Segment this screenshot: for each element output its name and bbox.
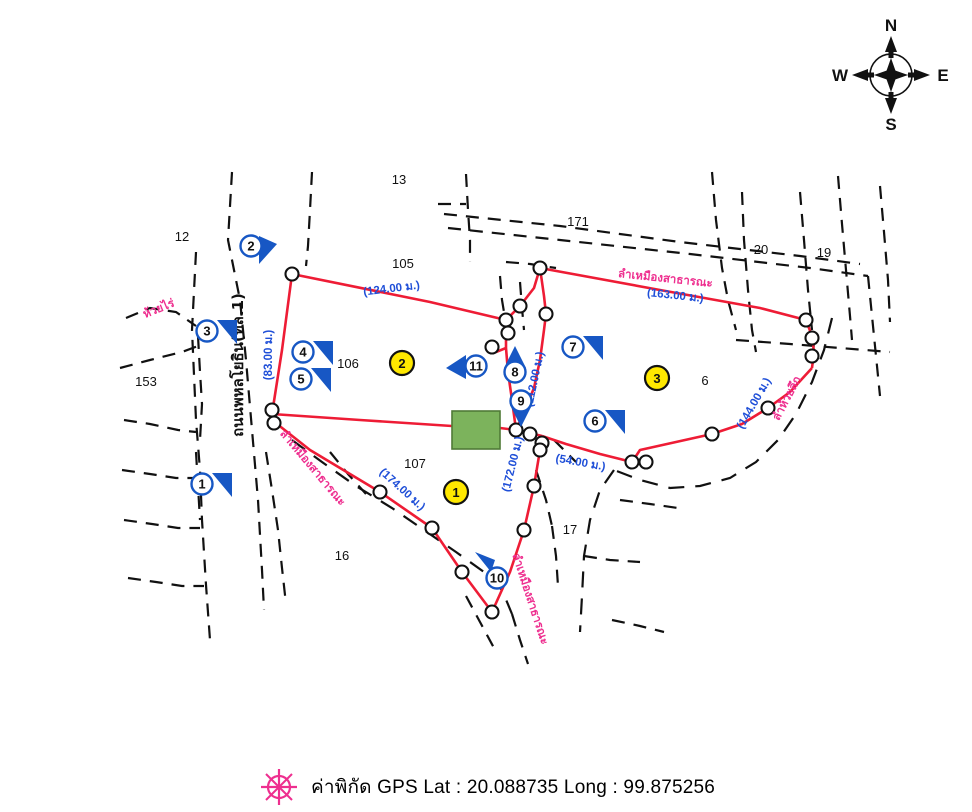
parcel-number-label: 171: [567, 214, 589, 229]
parcel-number-label: 19: [817, 245, 831, 260]
yellow-area-markers: 2 3 1: [388, 349, 671, 506]
dimension-label: (163.00 ม.): [646, 287, 704, 305]
survey-point-marker-6: 6: [583, 409, 625, 434]
survey-point-marker-8: 8: [503, 346, 527, 384]
dimension-label: (124.00 ม.): [363, 280, 421, 299]
survey-point-marker-10: 10: [475, 552, 509, 590]
svg-text:2: 2: [247, 239, 254, 254]
compass-arrow-east: [914, 69, 930, 81]
compass-arrow-south: [885, 98, 897, 114]
dimension-label: (54.00 ม.): [555, 453, 607, 474]
svg-text:4: 4: [299, 345, 307, 360]
waterway-label: ลำห้วยลึก: [769, 373, 804, 422]
survey-point-marker-9: 9: [509, 389, 533, 427]
waterway-label: ห้วยไร่: [141, 295, 177, 321]
svg-text:3: 3: [653, 371, 660, 386]
compass-east-label: E: [937, 66, 948, 85]
gps-coordinate-text: ค่าพิกัด GPS Lat : 20.088735 Long : 99.8…: [310, 777, 716, 798]
survey-point-marker-2: 2: [239, 234, 277, 264]
svg-text:3: 3: [203, 324, 210, 339]
building-footprint: [451, 410, 501, 450]
svg-text:11: 11: [469, 359, 483, 374]
boundary-vertices: [264, 260, 820, 620]
parcel-number-label: 16: [335, 548, 349, 563]
compass-arrow-west: [852, 69, 868, 81]
svg-text:2: 2: [398, 356, 405, 371]
parcel-number-label: 12: [175, 229, 189, 244]
svg-text:1: 1: [198, 477, 205, 492]
area-marker-2: 2: [388, 349, 416, 377]
survey-point-marker-4: 4: [291, 340, 333, 365]
compass-star-horizontal: [874, 69, 908, 81]
survey-point-marker-11: 11: [446, 354, 488, 379]
parcel-number-label: 13: [392, 172, 406, 187]
compass-south-label: S: [885, 115, 896, 134]
parcel-number-label: 20: [754, 242, 768, 257]
svg-text:10: 10: [490, 571, 504, 586]
survey-point-marker-5: 5: [289, 367, 331, 392]
survey-point-marker-1: 1: [190, 472, 232, 497]
svg-text:7: 7: [569, 340, 576, 355]
compass-wheel-icon: [260, 769, 297, 805]
parcel-number-label: 153: [135, 374, 157, 389]
parcel-number-label: 17: [563, 522, 577, 537]
road-name-label: ถนนพหลโยธิน(ทล.1): [228, 293, 247, 437]
survey-point-marker-3: 3: [195, 319, 237, 344]
area-marker-1: 1: [442, 478, 470, 506]
dimension-label: (172.00 ม.): [500, 435, 525, 493]
parcel-number-label: 105: [392, 256, 414, 271]
gps-coordinate-footer: ค่าพิกัด GPS Lat : 20.088735 Long : 99.8…: [0, 762, 972, 812]
area-marker-3: 3: [643, 364, 671, 392]
parcel-number-label: 6: [701, 373, 708, 388]
compass-north-label: N: [885, 16, 897, 35]
compass-rose: N S E W: [830, 14, 952, 136]
svg-text:1: 1: [452, 485, 459, 500]
compass-arrow-north: [885, 36, 897, 52]
waterway-label: ลำเหมืองสาธารณะ: [617, 266, 713, 290]
waterway-label: ลำเหมืองสาธารณะ: [509, 551, 552, 646]
svg-text:5: 5: [297, 372, 304, 387]
svg-text:6: 6: [591, 414, 598, 429]
parcel-number-label: 107: [404, 456, 426, 471]
survey-point-marker-7: 7: [561, 335, 603, 360]
svg-text:8: 8: [511, 365, 518, 380]
road-name-label-text: ถนนพหลโยธิน(ทล.1): [228, 293, 247, 437]
dimension-label: (83.00 ม.): [263, 330, 275, 381]
parcel-number-label: 106: [337, 356, 359, 371]
compass-west-label: W: [832, 66, 849, 85]
svg-text:9: 9: [517, 394, 524, 409]
